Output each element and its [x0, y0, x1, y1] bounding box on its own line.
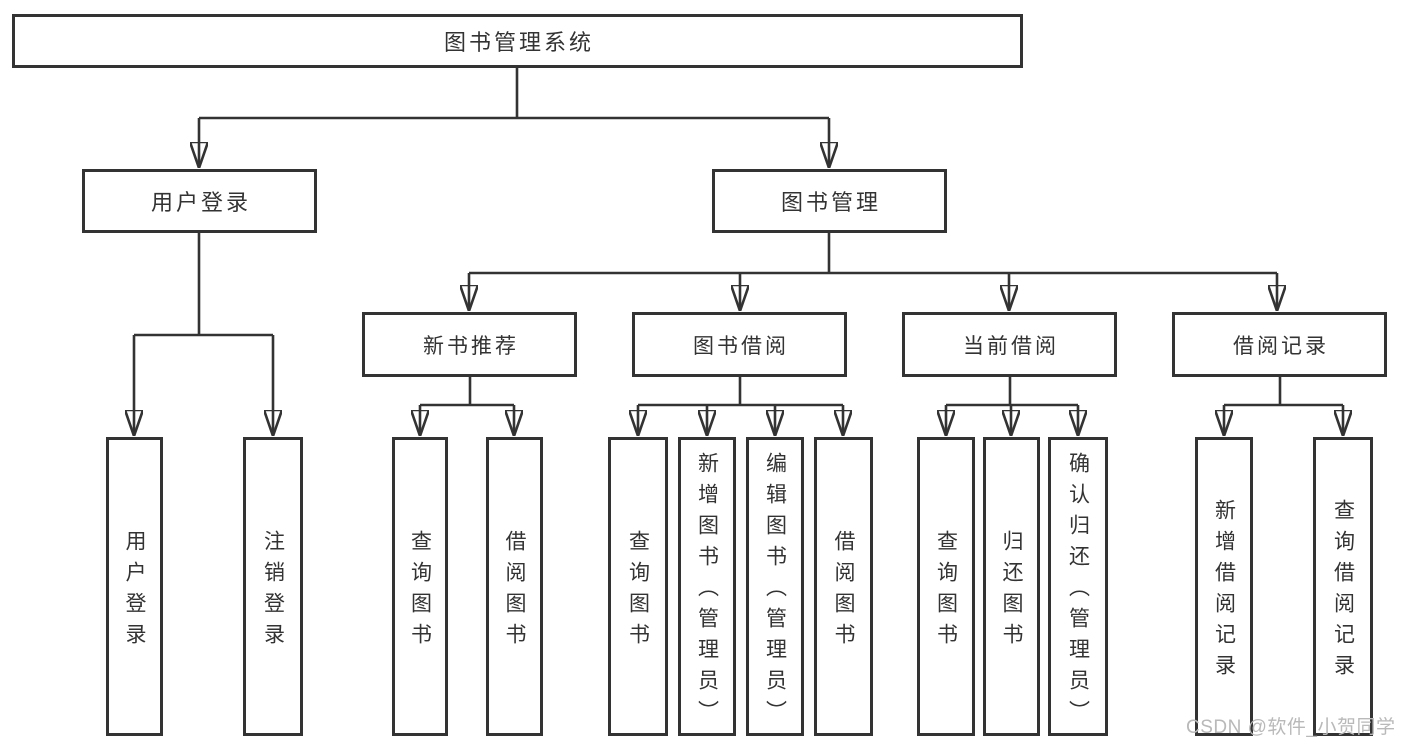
leaf-label: 查询图书	[626, 529, 650, 654]
leaf-label: 新增借阅记录	[1212, 498, 1236, 685]
leaf-query-books-borrowing: 查询图书	[608, 437, 668, 736]
connector-user-login-group	[134, 233, 273, 337]
node-label: 当前借阅	[963, 334, 1059, 358]
connector-book-borrowing-group	[638, 377, 843, 407]
node-label: 图书借阅	[693, 334, 789, 358]
leaf-label: 用户登录	[123, 529, 146, 654]
leaf-query-borrowing-record: 查询借阅记录	[1313, 437, 1373, 736]
node-user-login: 用户登录	[82, 169, 317, 233]
leaf-logout: 注销登录	[243, 437, 303, 736]
leaf-query-books-current: 查询图书	[917, 437, 975, 736]
leaf-add-borrowing-record: 新增借阅记录	[1195, 437, 1253, 736]
node-label: 图书管理系统	[443, 30, 594, 55]
connector-borrowing-records-group	[1224, 377, 1343, 407]
leaf-edit-books-admin: 编辑图书（管理员）	[746, 437, 804, 736]
node-library-management-system: 图书管理系统	[12, 14, 1023, 68]
leaf-confirm-return-admin: 确认归还（管理员）	[1048, 437, 1108, 736]
node-new-book-recommendation: 新书推荐	[362, 312, 577, 377]
leaf-label: 注销登录	[261, 529, 285, 654]
connector-current-borrowing-group	[946, 377, 1078, 407]
leaf-label: 归还图书	[1000, 529, 1023, 654]
leaf-borrow-books-recommendation: 借阅图书	[486, 437, 543, 736]
leaf-label: 确认归还（管理员）	[1066, 452, 1090, 731]
leaf-label: 编辑图书（管理员）	[763, 452, 787, 731]
node-label: 借阅记录	[1233, 334, 1329, 358]
csdn-watermark: CSDN @软件_小贺同学	[1186, 717, 1396, 738]
node-label: 用户登录	[150, 190, 251, 215]
node-label: 新书推荐	[423, 334, 519, 358]
leaf-query-books-recommendation: 查询图书	[392, 437, 448, 736]
node-current-borrowing: 当前借阅	[902, 312, 1117, 377]
leaf-label: 新增图书（管理员）	[695, 452, 719, 731]
connector-book-management-group	[469, 232, 1277, 275]
node-book-borrowing: 图书借阅	[632, 312, 847, 377]
leaf-label: 借阅图书	[832, 529, 855, 654]
leaf-borrow-books-borrowing: 借阅图书	[814, 437, 873, 736]
leaf-label: 查询借阅记录	[1331, 498, 1355, 685]
leaf-return-books: 归还图书	[983, 437, 1040, 736]
connector-new-book-recommendation-group	[420, 377, 514, 407]
node-borrowing-records: 借阅记录	[1172, 312, 1387, 377]
node-book-management: 图书管理	[712, 169, 947, 233]
leaf-label: 查询图书	[934, 529, 958, 654]
leaf-label: 借阅图书	[503, 529, 526, 654]
leaf-label: 查询图书	[408, 529, 432, 654]
node-label: 图书管理	[780, 190, 881, 215]
connector-root-to-level2	[199, 68, 829, 120]
leaf-user-login: 用户登录	[106, 437, 163, 736]
leaf-add-books-admin: 新增图书（管理员）	[678, 437, 736, 736]
